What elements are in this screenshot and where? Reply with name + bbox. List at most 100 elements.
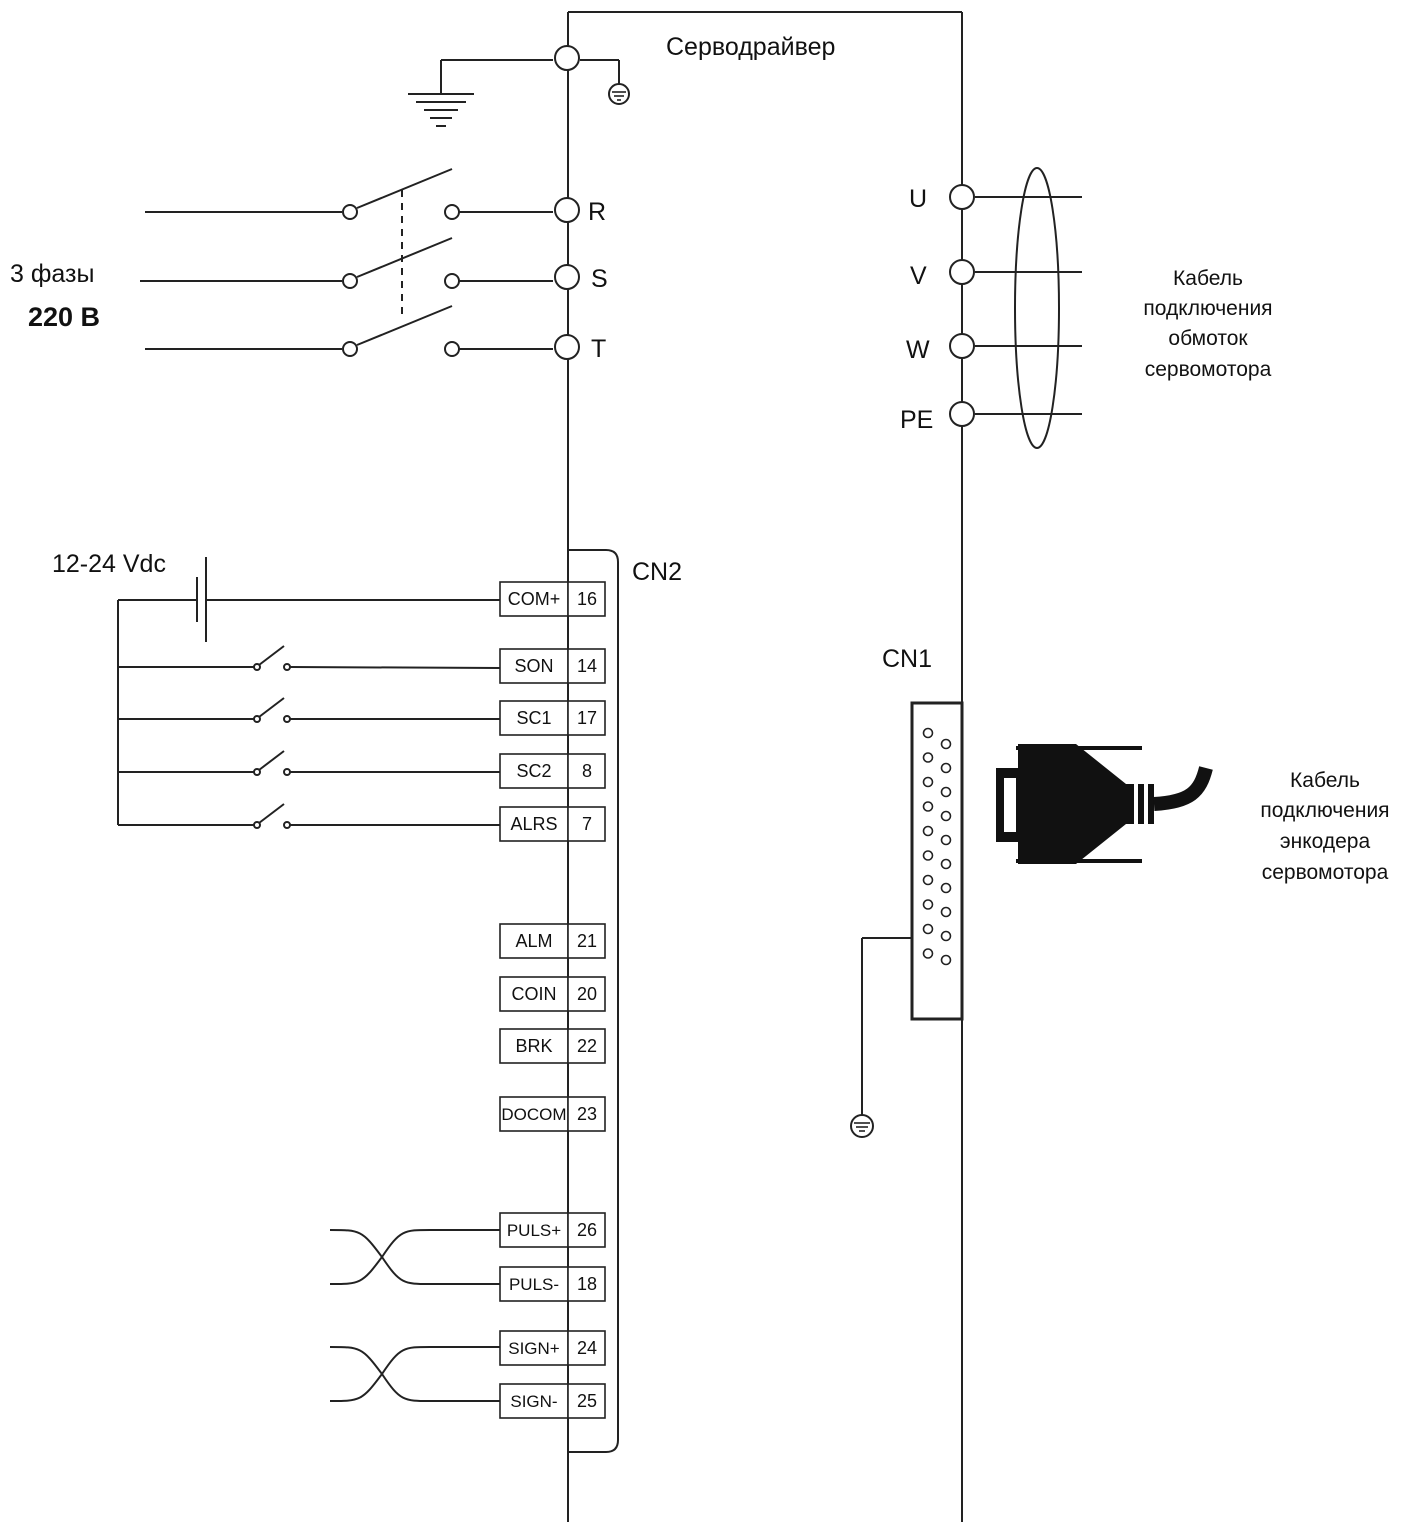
- top-ground: [408, 59, 620, 127]
- dc-supply-label: 12-24 Vdc: [52, 550, 166, 578]
- encoder-cable-plug-icon: [996, 744, 1213, 864]
- breaker-switch: [342, 168, 553, 357]
- motor-cable-line2: подключения: [1143, 297, 1272, 320]
- pin-name-box: [499, 1028, 569, 1064]
- cn2-pin-sc2: SC2 8: [499, 753, 606, 789]
- cn1-connector: [910, 701, 964, 1021]
- cn2-pin-puls-minus: PULS-18: [499, 1266, 606, 1302]
- driver-housing: [567, 11, 963, 1522]
- terminal-label-pe: PE: [900, 406, 933, 434]
- terminal-label-u: U: [909, 185, 927, 213]
- pin-number-box: [567, 976, 606, 1012]
- terminal-t: [554, 334, 580, 360]
- terminal-label-v: V: [910, 262, 927, 290]
- pin-number: 21: [577, 931, 597, 951]
- cn1-hole: [922, 948, 934, 959]
- cn1-hole: [940, 834, 952, 846]
- cn1-pin-holes: [922, 727, 952, 966]
- cn1-hole: [922, 776, 934, 788]
- pin-name-box: [499, 976, 569, 1012]
- pin-name: DOCOM: [501, 1105, 566, 1124]
- cn1-hole: [922, 801, 934, 812]
- terminal-v: [949, 259, 975, 285]
- motor-cable-line3: обмоток: [1168, 327, 1248, 350]
- twisted-pair-puls: [329, 1229, 500, 1285]
- pin-number: 25: [577, 1391, 597, 1411]
- pin-name: SIGN+: [508, 1339, 560, 1358]
- cn1-hole: [940, 738, 952, 750]
- driver-title: Серводрайвер: [666, 33, 835, 61]
- cn2-pin-sign-plus: SIGN+ 24: [499, 1330, 606, 1366]
- supply-label-line2: 220 В: [28, 302, 100, 332]
- cn2-pin-puls-plus: PULS+ 26: [499, 1212, 606, 1248]
- pin-name: SC2: [516, 761, 551, 781]
- cn1-hole: [940, 954, 952, 966]
- terminal-r: [554, 197, 580, 223]
- cn2-pin-docom: DOCOM 23: [499, 1096, 606, 1132]
- pin-number-box: [567, 581, 606, 617]
- pin-number-box: [567, 923, 606, 959]
- pin-number-box: [567, 700, 606, 736]
- cn1-hole: [922, 727, 934, 739]
- terminal-pe: [949, 401, 975, 427]
- terminal-label-t: T: [591, 335, 606, 363]
- pin-number: 16: [577, 589, 597, 609]
- cn2-pin-com-plus: COM+16: [499, 581, 606, 617]
- input-switches: [118, 645, 501, 829]
- cn1-hole: [922, 825, 934, 837]
- pin-number: 24: [577, 1338, 597, 1358]
- pin-name-box: [499, 1383, 569, 1419]
- pin-name-box: [499, 923, 569, 959]
- encoder-cable-line4: сервомотора: [1262, 861, 1389, 884]
- pin-number-box: [567, 1330, 606, 1366]
- cn2-pin-sign-minus: SIGN-25: [499, 1383, 606, 1419]
- terminal-w: [949, 333, 975, 359]
- pin-name: ALRS: [510, 814, 557, 834]
- pin-number-box: [567, 1212, 606, 1248]
- pin-number: 20: [577, 984, 597, 1004]
- pin-number: 17: [577, 708, 597, 728]
- pin-number-box: [567, 1266, 606, 1302]
- pin-number-box: [567, 1383, 606, 1419]
- cn1-hole: [940, 906, 952, 918]
- pin-number-box: [567, 1096, 606, 1132]
- twisted-pair-sign: [329, 1346, 500, 1402]
- cn1-label: CN1: [882, 645, 932, 673]
- cn1-hole: [940, 930, 952, 942]
- cn1-hole: [922, 752, 934, 763]
- encoder-cable-label: Кабель подключения энкодера сервомотора: [1260, 769, 1389, 884]
- motor-wires: [975, 167, 1082, 449]
- pin-name-box: [499, 648, 569, 684]
- motor-cable-line4: сервомотора: [1145, 358, 1272, 381]
- cn1-hole: [922, 923, 934, 935]
- cn1-hole: [940, 882, 952, 894]
- motor-cable-line1: Кабель: [1173, 267, 1243, 290]
- pin-number: 26: [577, 1220, 597, 1240]
- supply-label-line1: 3 фазы: [10, 260, 94, 288]
- motor-cable-label: Кабель подключения обмоток сервомотора: [1143, 267, 1272, 381]
- terminal-s: [554, 264, 580, 290]
- pin-name: COIN: [512, 984, 557, 1004]
- pin-name-box: [499, 753, 569, 789]
- pe-terminal: [554, 45, 580, 71]
- pin-name: PULS+: [507, 1221, 561, 1240]
- pin-name: BRK: [515, 1036, 552, 1056]
- pin-name-box: [499, 581, 569, 617]
- cn1-hole: [940, 810, 952, 822]
- cn2-label: CN2: [632, 558, 682, 586]
- pin-number: 7: [582, 814, 592, 834]
- terminal-u: [949, 184, 975, 210]
- pin-number: 23: [577, 1104, 597, 1124]
- terminal-label-w: W: [906, 336, 930, 364]
- pin-number-box: [567, 1028, 606, 1064]
- pin-number-box: [567, 806, 606, 842]
- pin-number-box: [567, 648, 606, 684]
- pin-number: 8: [582, 761, 592, 781]
- cn1-hole: [922, 899, 934, 910]
- supply-wires: [140, 211, 342, 350]
- pin-number: 18: [577, 1274, 597, 1294]
